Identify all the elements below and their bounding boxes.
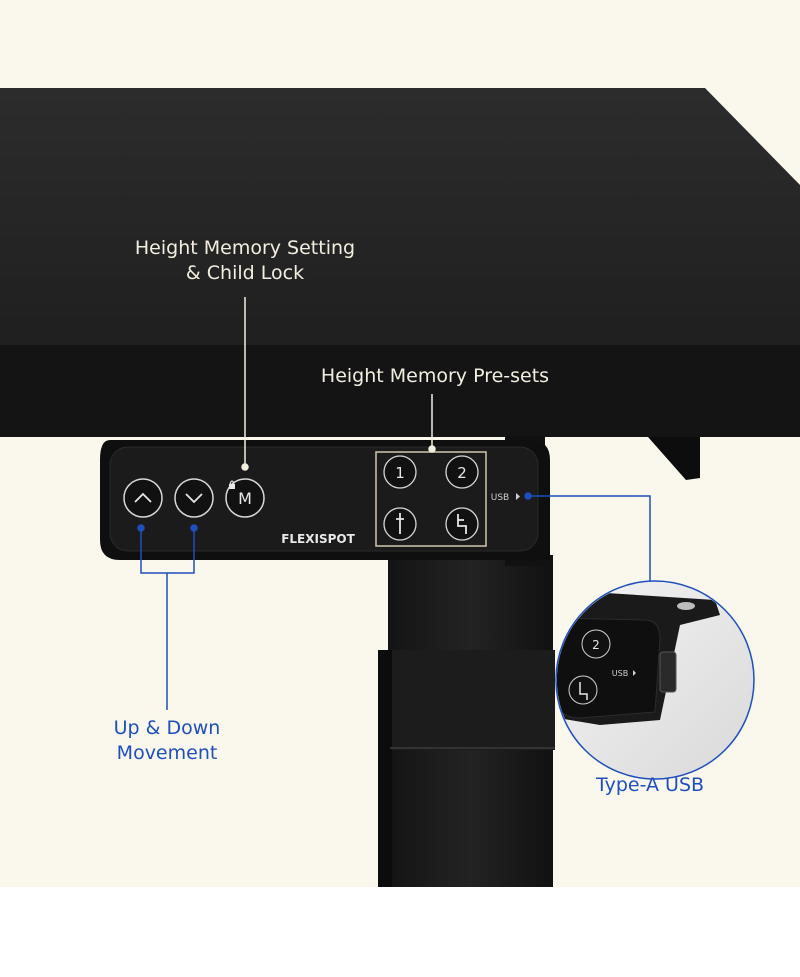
up-down-line-2: Movement xyxy=(116,742,218,764)
standing-person-icon xyxy=(396,513,404,534)
up-button[interactable] xyxy=(123,478,163,518)
memory-key-label: M xyxy=(238,489,252,508)
floor xyxy=(0,887,800,977)
chevron-up-icon xyxy=(134,492,152,503)
preset-1-button[interactable]: 1 xyxy=(383,455,417,489)
lock-icon xyxy=(229,480,235,489)
inset-preset-2-label: 2 xyxy=(592,638,600,652)
up-down-line-1: Up & Down xyxy=(113,717,221,739)
usb-inset: 2 USB xyxy=(555,580,755,780)
down-button[interactable] xyxy=(174,478,214,518)
preset-2-button[interactable]: 2 xyxy=(445,455,479,489)
usb-arrow-icon xyxy=(516,493,520,500)
presets-callout: Height Memory Pre-sets xyxy=(320,365,550,387)
inset-usb-label: USB xyxy=(612,669,628,678)
usb-port-label: USB xyxy=(491,493,509,503)
memory-setting-callout: Height Memory Setting & Child Lock xyxy=(130,236,360,286)
usb-port xyxy=(659,651,677,693)
brand-logo: FLEXISPOT xyxy=(281,532,355,546)
memory-button[interactable]: M xyxy=(225,478,265,518)
preset-2-label: 2 xyxy=(457,464,467,482)
callout-lines-light xyxy=(241,297,436,471)
up-down-callout: Up & Down Movement xyxy=(92,716,242,766)
sitting-person-icon xyxy=(457,514,467,534)
preset-1-label: 1 xyxy=(395,464,405,482)
usb-callout: Type-A USB xyxy=(595,774,705,796)
desktop xyxy=(0,88,800,480)
preset-stand-button[interactable] xyxy=(383,507,417,541)
preset-sit-button[interactable] xyxy=(445,507,479,541)
memory-setting-line-1: Height Memory Setting xyxy=(134,237,356,259)
keypad xyxy=(100,440,550,560)
callout-lines-blue xyxy=(137,492,651,710)
memory-setting-line-2: & Child Lock xyxy=(185,262,305,284)
chevron-down-icon xyxy=(185,493,203,504)
